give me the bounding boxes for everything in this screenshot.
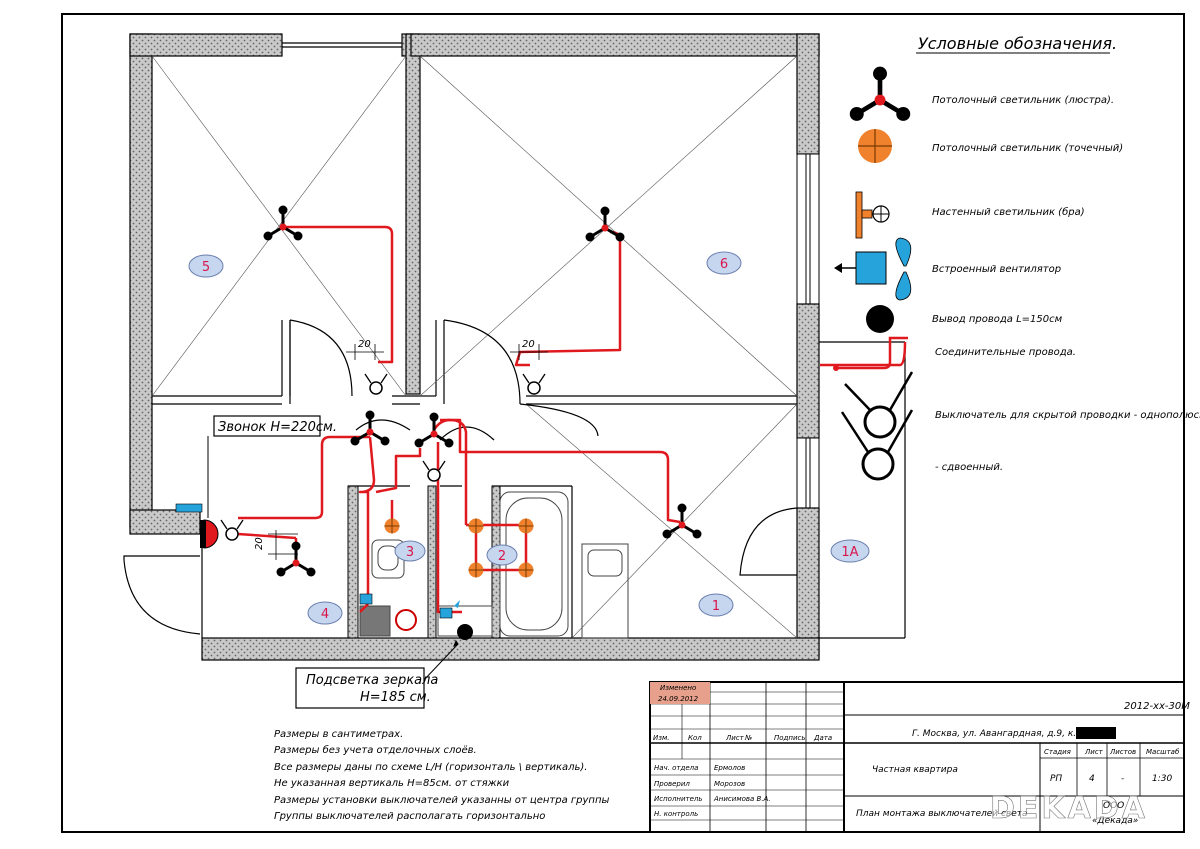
room-label: 4 xyxy=(321,607,329,622)
changed-label: Изменено xyxy=(660,684,696,692)
role-label: Проверил xyxy=(654,780,690,788)
header-cell: Лист xyxy=(725,734,745,742)
sheet-label: Лист xyxy=(1084,748,1104,756)
room-label: 3 xyxy=(406,545,414,560)
role-label: Исполнитель xyxy=(654,795,703,803)
chandelier-icon xyxy=(413,411,455,449)
header-cell: № xyxy=(744,734,752,742)
room-label: 1А xyxy=(841,545,858,560)
scale-value: 1:30 xyxy=(1152,774,1172,784)
sheet-value: 4 xyxy=(1089,774,1095,784)
room-label: 1 xyxy=(712,599,720,614)
legend-label: Выключатель для скрытой проводки - одноп… xyxy=(935,410,1200,421)
note-line: Группы выключателей располагать горизонт… xyxy=(274,811,545,822)
legend-label: Встроенный вентилятор xyxy=(932,264,1061,275)
note-line: Не указанная вертикаль Н=85см. от стяжки xyxy=(274,778,510,789)
sheet-title: План монтажа выключателей света xyxy=(856,809,1028,819)
legend-label: Потолочный светильник (точечный) xyxy=(932,143,1123,154)
dimension-marks xyxy=(268,344,548,560)
dimension-label: 20 xyxy=(254,537,265,550)
mirror-callout-box xyxy=(295,667,425,709)
legend-label: Настенный светильник (бра) xyxy=(932,206,1085,218)
company: ООО xyxy=(1103,801,1124,811)
legend-label: Соединительные провода. xyxy=(935,347,1076,358)
role-name: Ермолов xyxy=(714,764,745,772)
wire-outlet-icon xyxy=(866,305,894,333)
chandelier-icon xyxy=(275,540,317,578)
object-name: Частная квартира xyxy=(872,765,958,775)
legend: Условные обозначения. Потолочный светиль… xyxy=(833,34,1200,481)
legend-label: - сдвоенный. xyxy=(935,462,1003,473)
room-label: 6 xyxy=(720,257,728,272)
chandelier-icon xyxy=(262,204,304,242)
room-labels: 5 6 3 2 4 1 1А xyxy=(188,251,870,625)
fan-icon xyxy=(359,593,460,619)
header-cell: Дата xyxy=(813,734,832,742)
chandelier-icon xyxy=(850,67,910,121)
dimension-label: 20 xyxy=(522,339,535,350)
scale-label: Масштаб xyxy=(1146,748,1180,756)
chandelier-icon xyxy=(584,205,626,243)
wire-icon xyxy=(833,336,908,371)
bell-callout: Звонок Н=220см. xyxy=(218,420,337,435)
changed-stamp xyxy=(650,682,710,692)
redaction-bar xyxy=(1076,727,1116,739)
sheets-label: Листов xyxy=(1109,748,1136,756)
bell-callout-box xyxy=(213,415,321,437)
walls xyxy=(129,33,906,661)
switch-icon xyxy=(422,460,446,482)
watermark: DEKADA xyxy=(990,791,1148,826)
address: Г. Москва, ул. Авангардная, д.9, к. xyxy=(912,729,1076,739)
legend-title: Условные обозначения. xyxy=(918,34,1117,53)
dimension-label: 20 xyxy=(358,339,371,350)
switch-double-icon xyxy=(840,409,914,481)
room-label: 5 xyxy=(202,260,210,275)
switch-icon xyxy=(220,519,244,541)
note-line: Размеры установки выключателей указанны … xyxy=(274,795,609,806)
note-line: Размеры в сантиметрах. xyxy=(274,729,403,740)
spot-light-icon xyxy=(518,518,534,534)
switch-icon xyxy=(364,373,388,395)
callout-leaders xyxy=(207,436,459,681)
fan-icon xyxy=(834,237,912,301)
doorbell-icon xyxy=(175,503,219,549)
sheet-frame xyxy=(61,13,1185,833)
mirror-callout: Подсветка зеркала xyxy=(306,673,438,688)
header-cell: Подпись xyxy=(774,734,806,742)
title-block xyxy=(649,681,1185,833)
header-cell: Изм. xyxy=(653,734,669,742)
spot-light-icon xyxy=(858,129,892,163)
changed-stamp xyxy=(650,692,710,704)
wall-lamp-icon xyxy=(855,191,890,239)
switch-single-icon xyxy=(844,371,914,439)
role-label: Н. контроль xyxy=(654,810,698,818)
doors xyxy=(123,319,798,635)
switch-icon xyxy=(522,373,546,395)
room-label: 2 xyxy=(498,549,506,564)
role-name: Анисимова В.А. xyxy=(713,795,771,803)
spot-light-icon xyxy=(518,562,534,578)
company: «Декада» xyxy=(1092,816,1138,826)
note-line: Все размеры даны по схеме L/H (горизонта… xyxy=(274,762,587,773)
spot-light-icon xyxy=(468,562,484,578)
wire-outlet-icon xyxy=(457,624,473,640)
spot-light-icon xyxy=(468,518,484,534)
changed-date: 24.09.2012 xyxy=(658,695,699,703)
header-cell: Кол xyxy=(688,734,702,742)
role-label: Нач. отдела xyxy=(654,764,698,772)
role-name: Морозов xyxy=(714,780,745,788)
mirror-callout-height: Н=185 см. xyxy=(360,690,431,705)
legend-label: Потолочный светильник (люстра). xyxy=(932,95,1114,106)
sheets-value: - xyxy=(1121,774,1124,784)
spot-light-icon xyxy=(384,518,400,534)
stage-value: РП xyxy=(1050,774,1062,784)
stage-label: Стадия xyxy=(1044,748,1071,756)
legend-label: Вывод провода L=150см xyxy=(932,314,1063,325)
room-diagonals xyxy=(151,55,798,639)
note-line: Размеры без учета отделочных слоёв. xyxy=(274,744,477,756)
notes: Размеры в сантиметрах. Размеры без учета… xyxy=(274,729,609,822)
drawing-code: 2012-хх-30М xyxy=(1124,701,1190,712)
